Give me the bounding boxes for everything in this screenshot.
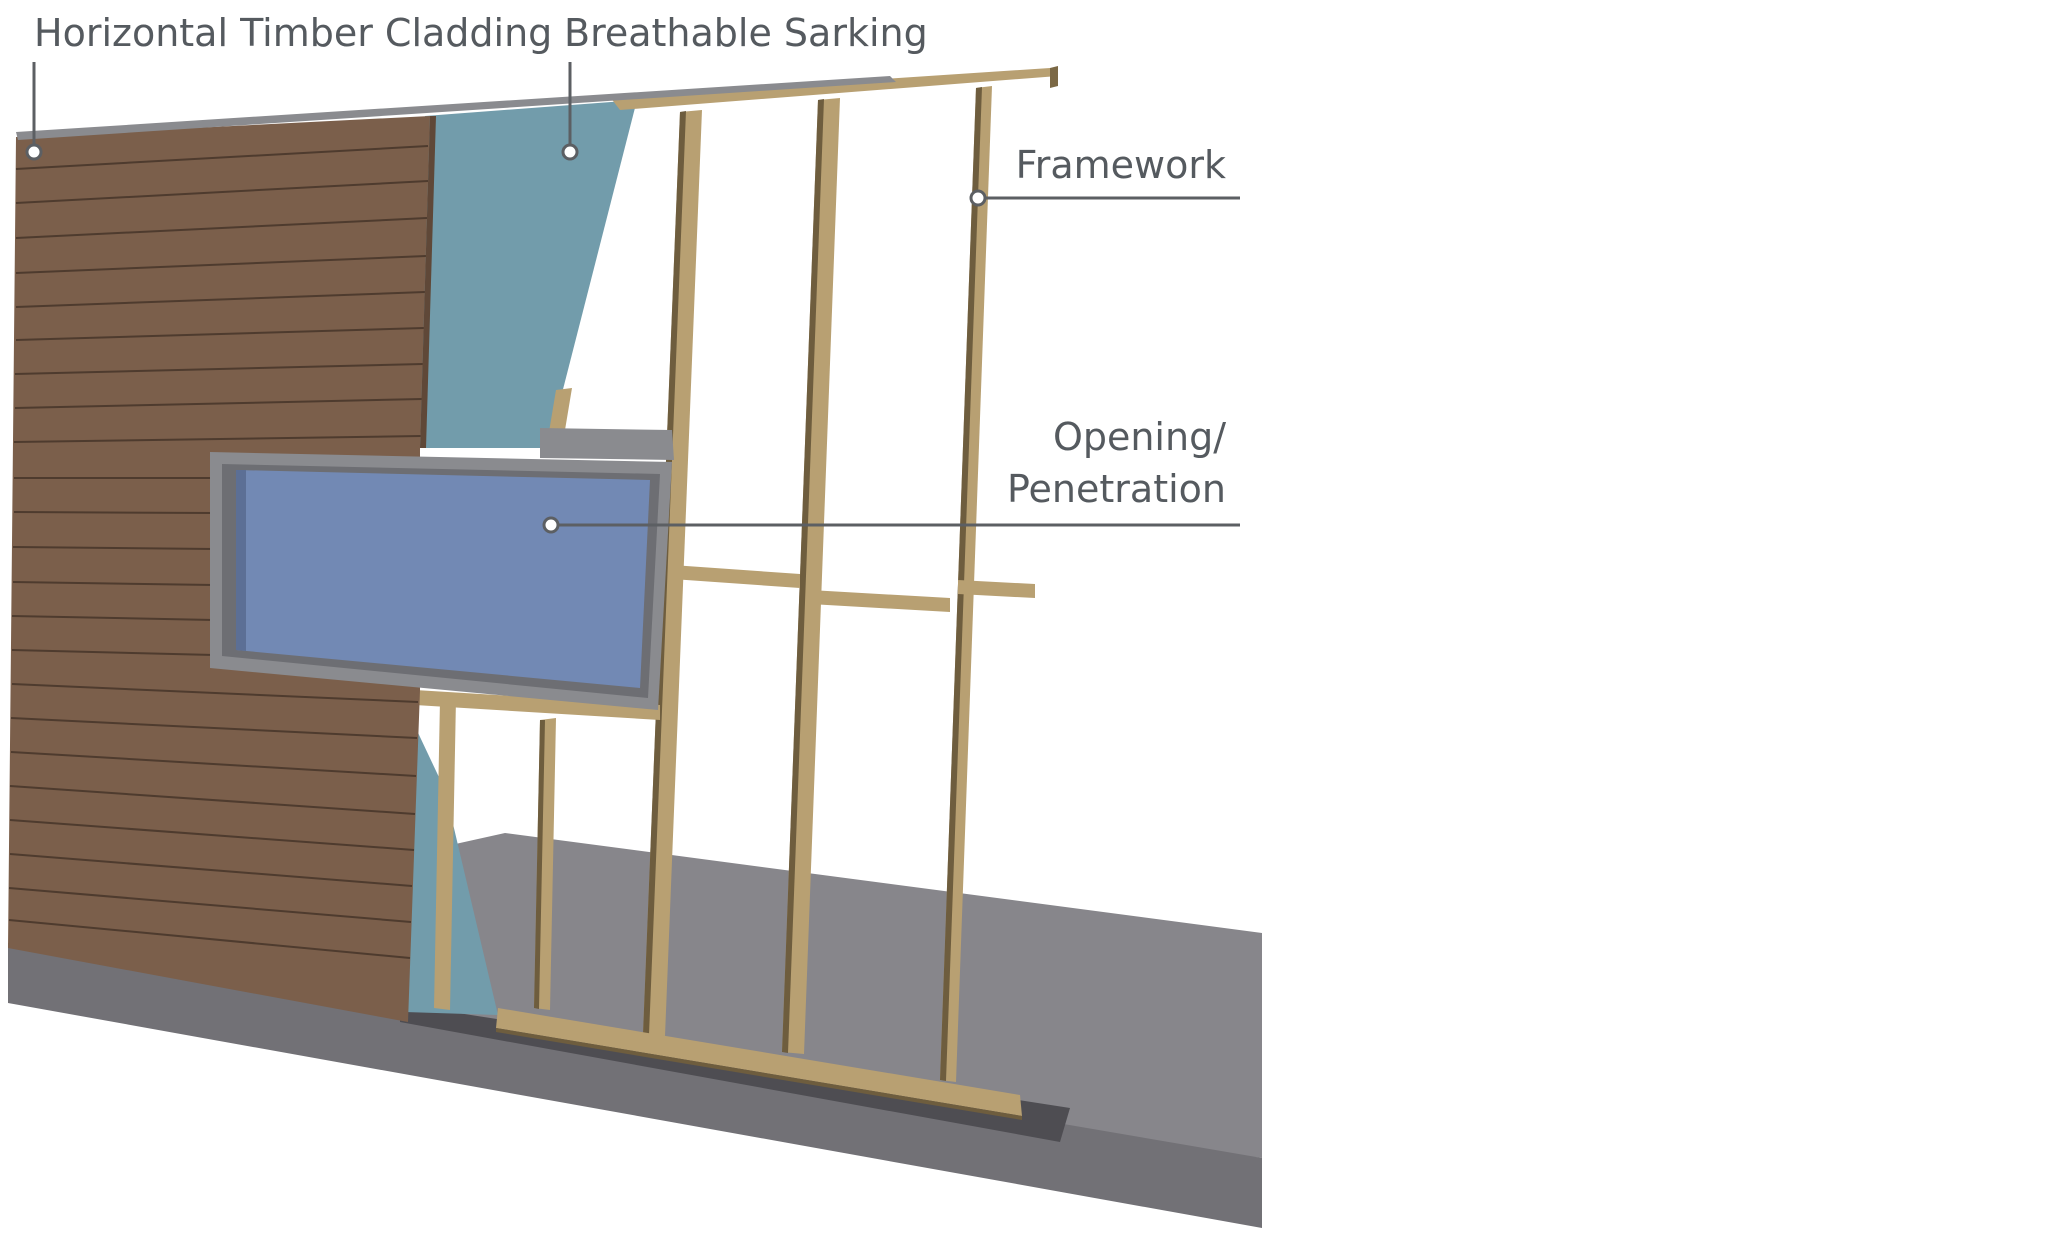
label-horizontal-timber-cladding: Horizontal Timber Cladding — [34, 11, 553, 55]
framework-top-plate — [610, 68, 1058, 110]
framework-top-plate-end — [1050, 66, 1058, 88]
leader-sarking-dot — [561, 143, 579, 161]
leader-framework-dot — [969, 189, 987, 207]
window-glass — [236, 470, 650, 688]
cladding-boards — [8, 145, 429, 959]
window-glass-edge — [236, 470, 246, 651]
top-flashing — [16, 76, 896, 140]
label-breathable-sarking: Breathable Sarking — [564, 11, 928, 55]
framework-noggings — [415, 565, 1035, 720]
floor-slab-front — [8, 943, 1262, 1228]
label-penetration: Penetration — [1006, 467, 1226, 511]
framework-bottom-plate-shade — [496, 1028, 1022, 1120]
window-head-flashing — [540, 428, 674, 460]
cladding-edge — [420, 116, 436, 448]
framework-bottom-plate — [496, 1008, 1022, 1116]
label-framework: Framework — [1015, 143, 1226, 187]
leader-opening-dot — [542, 516, 560, 534]
sarking-upper — [420, 100, 637, 448]
leader-lines — [25, 62, 1240, 534]
label-opening: Opening/ — [1052, 415, 1226, 459]
leader-cladding-dot — [25, 143, 43, 161]
